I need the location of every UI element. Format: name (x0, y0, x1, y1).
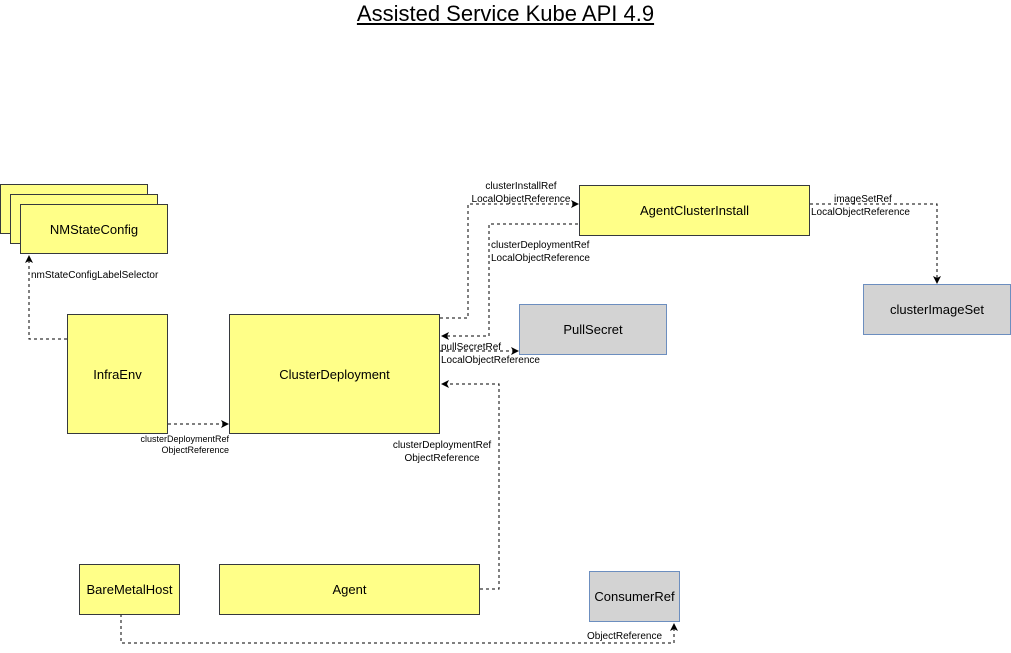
nmstate-selector-label: nmStateConfigLabelSelector (31, 270, 159, 281)
image-set-ref-type: LocalObjectReference (811, 207, 910, 218)
agent-cd-ref-type: ObjectReference (404, 453, 480, 464)
agentclusterinstall-node[interactable]: AgentClusterInstall (579, 185, 810, 236)
infraenv-to-nmstateconfig-edge (25, 255, 67, 340)
clusterdeployment-to-agentclusterinstall-edge (440, 200, 579, 319)
clusterimageset-node[interactable]: clusterImageSet (863, 284, 1011, 335)
cluster-install-ref-name: clusterInstallRef (485, 181, 557, 192)
clusterdeployment-node[interactable]: ClusterDeployment (229, 314, 440, 434)
agentclusterinstall-to-clusterimageset-edge (810, 203, 941, 284)
aci-cd-ref-name: clusterDeploymentRef (491, 240, 590, 251)
diagram-title: Assisted Service Kube API 4.9 (356, 1, 655, 26)
infraenv-cd-ref-name: clusterDeploymentRef (140, 434, 229, 444)
consumerref-node[interactable]: ConsumerRef (589, 571, 680, 622)
pull-secret-ref-label: pullSecretRef LocalObjectReference (441, 341, 540, 367)
aci-cd-ref-label: clusterDeploymentRef LocalObjectReferenc… (491, 239, 590, 265)
agentclusterinstall-to-clusterdeployment-edge (441, 223, 578, 340)
bmh-consumer-ref-label: ObjectReference (587, 631, 663, 642)
pull-secret-ref-type: LocalObjectReference (441, 355, 540, 366)
aci-cd-ref-type: LocalObjectReference (491, 253, 590, 264)
image-set-ref-name: imageSetRef (834, 194, 892, 205)
cluster-install-ref-type: LocalObjectReference (471, 194, 571, 205)
baremetalhost-to-consumerref-edge (120, 614, 678, 644)
cluster-install-ref-label: clusterInstallRef LocalObjectReference (462, 180, 580, 206)
agent-node[interactable]: Agent (219, 564, 480, 615)
agent-to-clusterdeployment-edge (441, 380, 500, 590)
infraenv-node[interactable]: InfraEnv (67, 314, 168, 434)
infraenv-cd-ref-label: clusterDeploymentRef ObjectReference (140, 434, 229, 456)
nmstateconfig-node[interactable]: NMStateConfig (20, 204, 168, 254)
pull-secret-ref-name: pullSecretRef (441, 342, 502, 353)
infraenv-cd-ref-type: ObjectReference (161, 445, 229, 455)
baremetalhost-node[interactable]: BareMetalHost (79, 564, 180, 615)
agent-cd-ref-label: clusterDeploymentRef ObjectReference (382, 439, 502, 465)
agent-cd-ref-name: clusterDeploymentRef (392, 440, 492, 451)
pullsecret-node[interactable]: PullSecret (519, 304, 667, 355)
